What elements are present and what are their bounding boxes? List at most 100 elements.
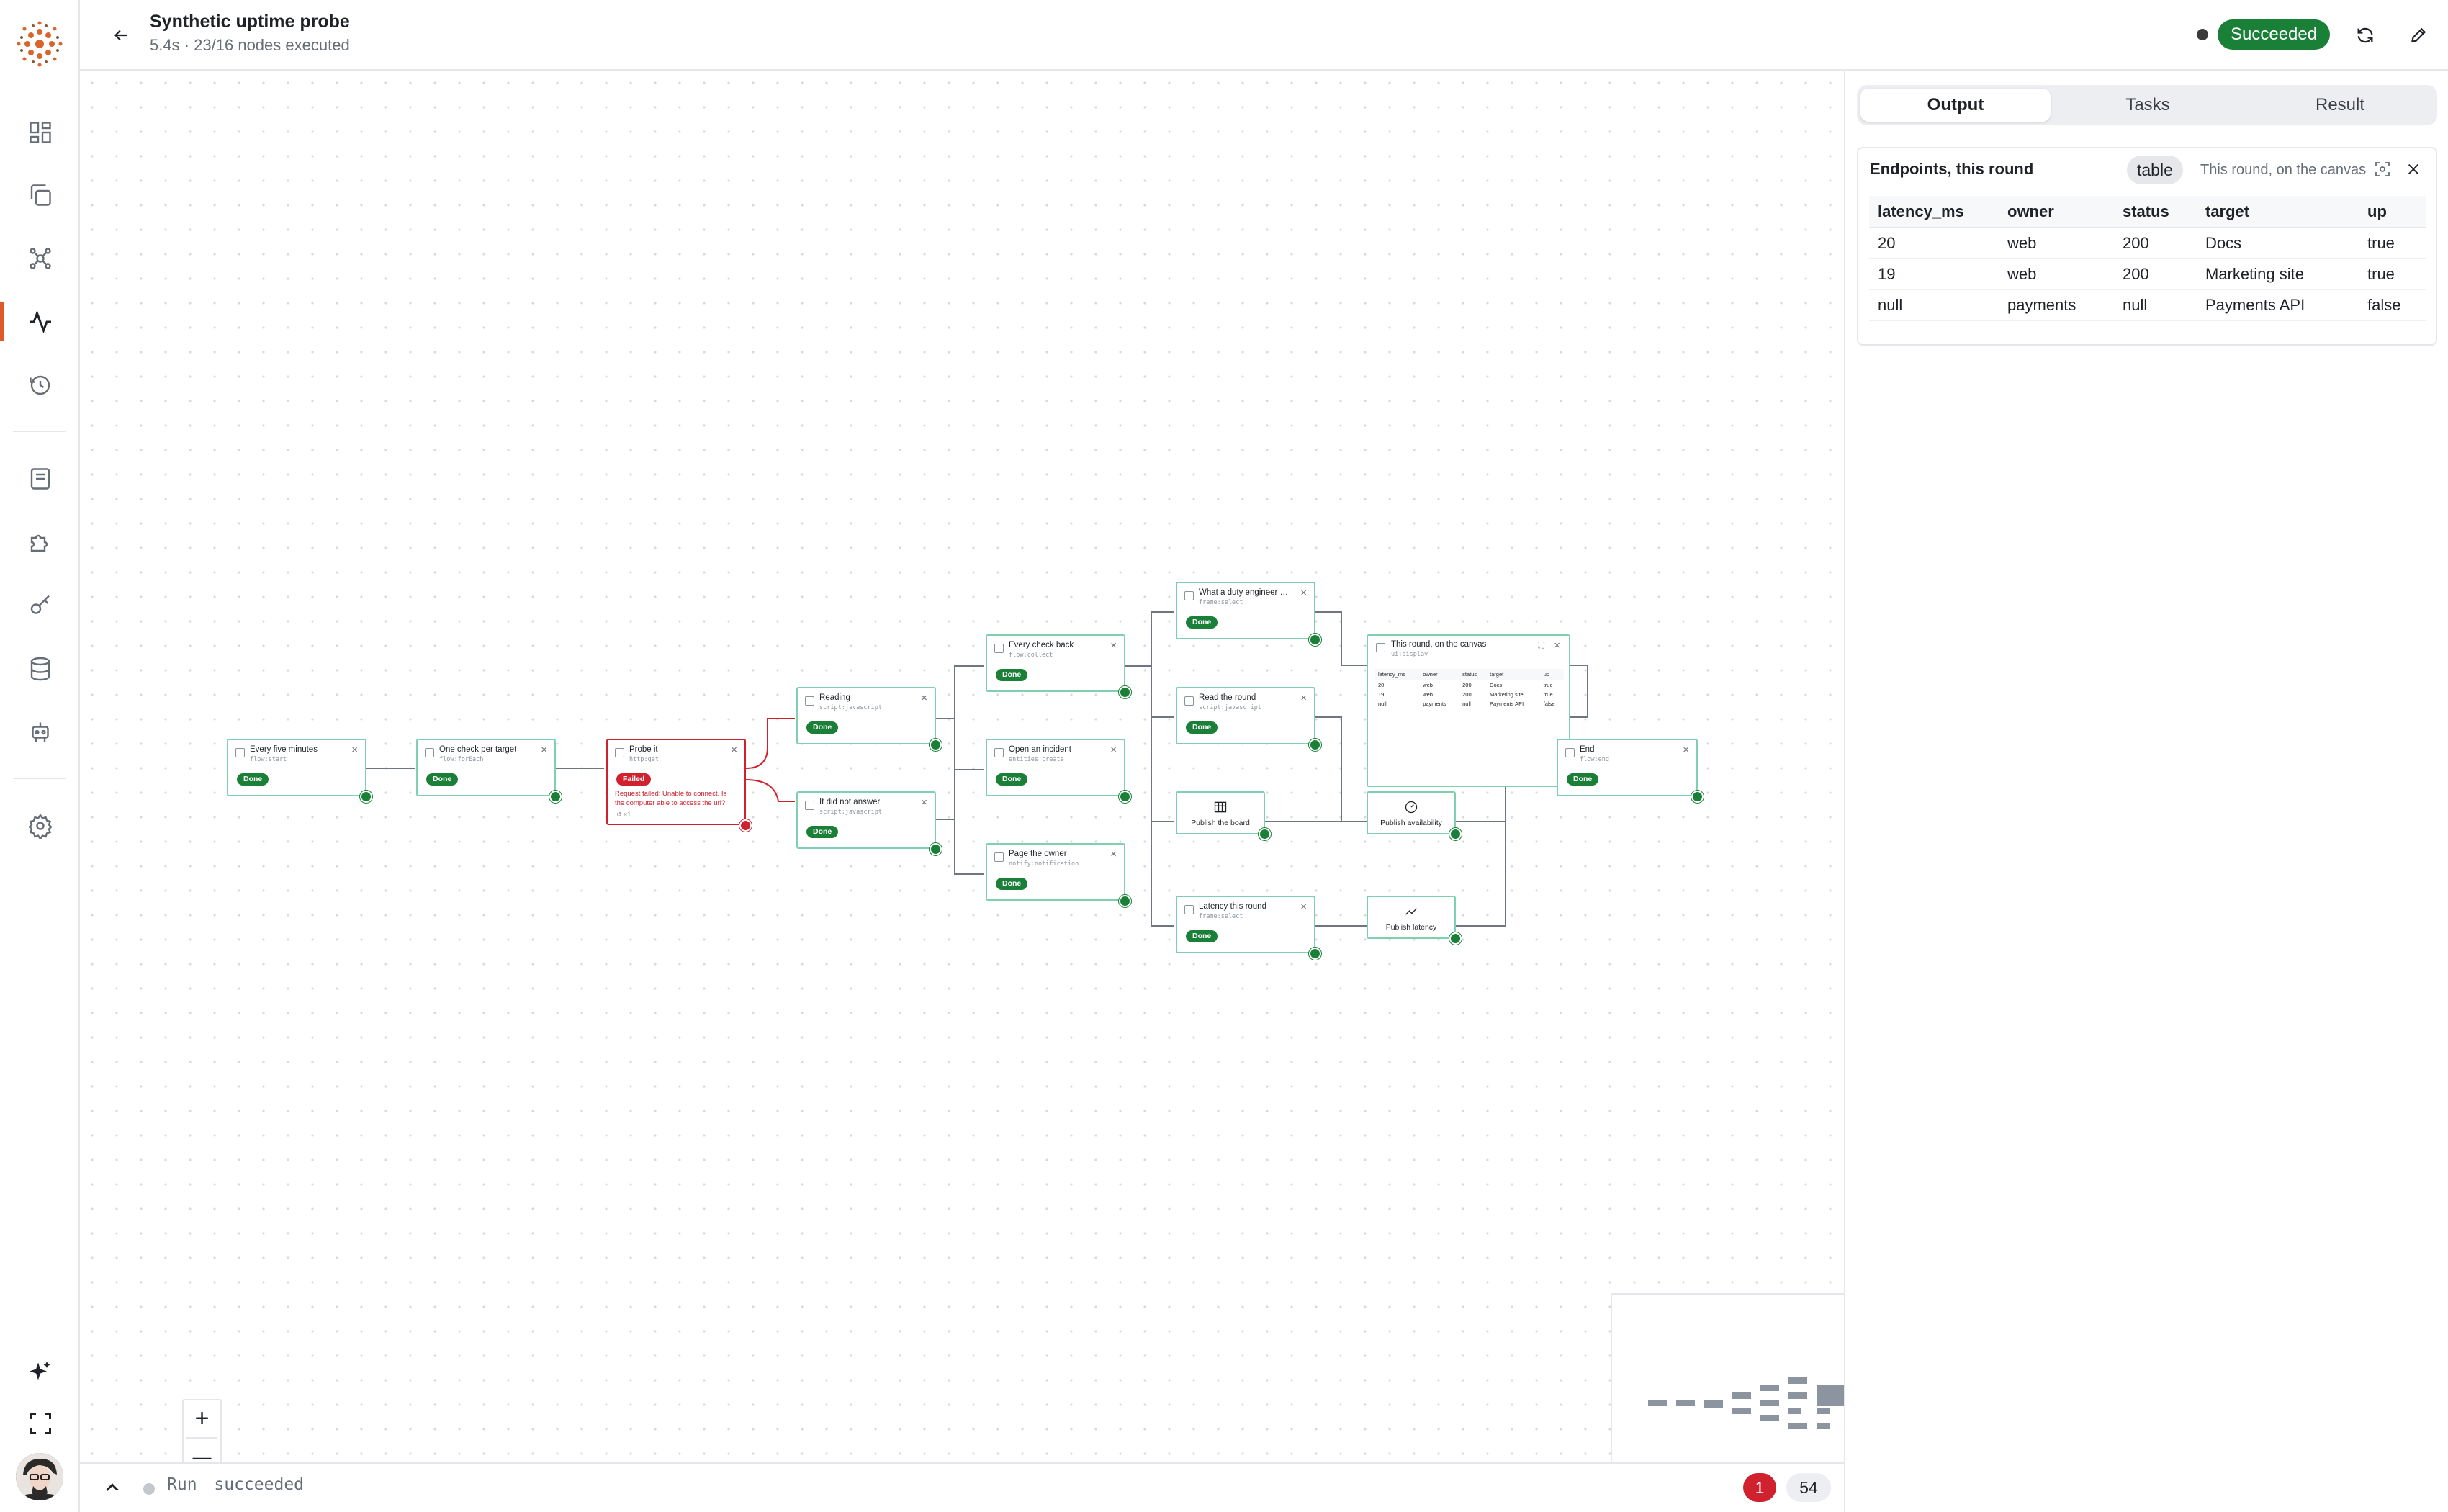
status-badge: Failed	[616, 773, 652, 786]
column-header[interactable]: up	[2359, 196, 2426, 228]
close-icon[interactable]: ×	[731, 744, 737, 756]
nav-agents[interactable]	[0, 707, 80, 757]
output-port[interactable]	[1309, 739, 1321, 751]
node-this-round-on-canvas[interactable]: This round, on the canvas ui:display ⛶ ×…	[1367, 634, 1570, 787]
output-port[interactable]	[1449, 828, 1462, 840]
table-cell: Marketing site	[2197, 258, 2359, 290]
tab-result[interactable]: Result	[2315, 95, 2365, 114]
book-icon	[30, 468, 50, 490]
column-header[interactable]: owner	[1999, 196, 2114, 228]
output-port[interactable]	[549, 791, 562, 803]
node-page-the-owner[interactable]: Page the owner notify:notification × Don…	[986, 843, 1125, 901]
nav-secrets[interactable]	[0, 580, 80, 631]
panel-tabs: Output Tasks Result	[1857, 85, 2437, 125]
column-header[interactable]: latency_ms	[1869, 196, 1999, 228]
nav-data[interactable]	[0, 644, 80, 694]
close-icon[interactable]: ×	[1300, 587, 1307, 599]
back-button[interactable]	[104, 19, 138, 52]
output-port[interactable]	[1449, 932, 1462, 945]
file-icon	[994, 748, 1004, 757]
close-icon[interactable]: ×	[1554, 639, 1560, 652]
expand-icon[interactable]: ⛶	[1538, 640, 1544, 650]
line-chart-icon	[1405, 908, 1417, 915]
node-read-the-round[interactable]: Read the round script:javascript × Done	[1176, 687, 1315, 744]
table-cell: 20	[1869, 228, 1999, 259]
nav-dashboard[interactable]	[0, 107, 80, 158]
output-port[interactable]	[1119, 791, 1131, 803]
table-cell: Payments API	[1490, 701, 1524, 707]
node-open-an-incident[interactable]: Open an incident entities:create × Done	[986, 739, 1125, 796]
node-duty-engineer[interactable]: What a duty engineer ne... frame:select …	[1176, 582, 1315, 639]
output-port[interactable]	[1309, 634, 1321, 646]
close-icon[interactable]: ×	[1110, 848, 1117, 860]
output-port[interactable]	[1119, 686, 1131, 698]
nav-plugins[interactable]	[0, 517, 80, 567]
close-card-button[interactable]	[2403, 158, 2424, 180]
flow-canvas[interactable]: Every five minutes flow:start × Done One…	[80, 71, 1901, 1512]
node-publish-latency[interactable]: Publish latency	[1367, 896, 1456, 939]
node-every-five-minutes[interactable]: Every five minutes flow:start × Done	[227, 739, 366, 796]
output-port[interactable]	[1119, 895, 1131, 907]
clock-history-icon	[29, 375, 50, 395]
nav-settings[interactable]	[0, 801, 80, 851]
database-icon	[30, 657, 50, 681]
node-every-check-back[interactable]: Every check back flow:collect × Done	[986, 634, 1125, 692]
node-type: script:javascript	[819, 704, 882, 711]
close-icon[interactable]: ×	[1110, 639, 1117, 652]
close-icon[interactable]: ×	[1110, 744, 1117, 756]
edit-button[interactable]	[2402, 19, 2435, 52]
node-publish-availability[interactable]: Publish availability	[1367, 791, 1456, 834]
close-icon[interactable]: ×	[921, 692, 927, 704]
nav-docs[interactable]	[0, 454, 80, 504]
close-icon[interactable]: ×	[351, 744, 358, 756]
nav-copies[interactable]	[0, 170, 80, 220]
rerun-button[interactable]	[2349, 19, 2382, 52]
locate-on-canvas-button[interactable]	[2372, 158, 2393, 180]
close-icon[interactable]: ×	[1683, 744, 1689, 756]
output-port[interactable]	[930, 843, 942, 855]
nav-fullscreen[interactable]	[0, 1398, 80, 1449]
column-header[interactable]: status	[2114, 196, 2197, 228]
output-port[interactable]	[1309, 948, 1321, 960]
error-port[interactable]	[739, 819, 752, 832]
output-port[interactable]	[1691, 791, 1704, 803]
node-reading[interactable]: Reading script:javascript × Done	[796, 687, 936, 744]
node-title: Read the round	[1199, 693, 1256, 702]
run-summary: 5.4s · 23/16 nodes executed	[150, 36, 350, 55]
app-logo[interactable]	[13, 17, 66, 71]
table-cell: 200	[1462, 691, 1472, 698]
node-probe-it[interactable]: Probe it http:get × Failed Request faile…	[606, 739, 746, 825]
node-title: It did not answer	[819, 798, 881, 806]
run-inspector-panel: Output Tasks Result Endpoints, this roun…	[1844, 71, 2448, 1512]
frame-icon	[1184, 591, 1194, 600]
close-icon[interactable]: ×	[1300, 901, 1307, 913]
nav-history[interactable]	[0, 360, 80, 410]
close-icon[interactable]: ×	[921, 796, 927, 809]
node-it-did-not-answer[interactable]: It did not answer script:javascript × Do…	[796, 791, 936, 849]
node-end[interactable]: End flow:end × Done	[1557, 739, 1698, 796]
nav-flows[interactable]	[0, 233, 80, 284]
expand-log-button[interactable]	[102, 1477, 123, 1498]
nav-runs[interactable]	[0, 297, 80, 347]
avatar[interactable]	[16, 1453, 63, 1500]
zoom-in-button[interactable]: +	[194, 1405, 210, 1432]
node-title: This round, on the canvas	[1391, 640, 1487, 649]
output-port[interactable]	[1259, 828, 1271, 840]
table-cell: web	[1423, 691, 1433, 698]
error-count-badge[interactable]: 1	[1743, 1473, 1776, 1502]
node-one-check-per-target[interactable]: One check per target flow:forEach × Done	[416, 739, 556, 796]
copy-icon	[30, 184, 51, 206]
close-icon[interactable]: ×	[1300, 692, 1307, 704]
tab-tasks[interactable]: Tasks	[2125, 95, 2170, 114]
format-badge: table	[2127, 156, 2183, 184]
column-header[interactable]: target	[2197, 196, 2359, 228]
node-publish-the-board[interactable]: Publish the board	[1176, 791, 1265, 834]
log-count-badge[interactable]: 54	[1786, 1473, 1831, 1502]
nav-assistant[interactable]	[0, 1347, 80, 1398]
close-icon[interactable]: ×	[541, 744, 547, 756]
error-message: Request failed: Unable to connect. Is th…	[615, 790, 727, 807]
tab-output[interactable]: Output	[1860, 89, 2051, 122]
node-latency-this-round[interactable]: Latency this round frame:select × Done	[1176, 896, 1315, 953]
output-port[interactable]	[360, 791, 372, 803]
output-port[interactable]	[930, 739, 942, 751]
